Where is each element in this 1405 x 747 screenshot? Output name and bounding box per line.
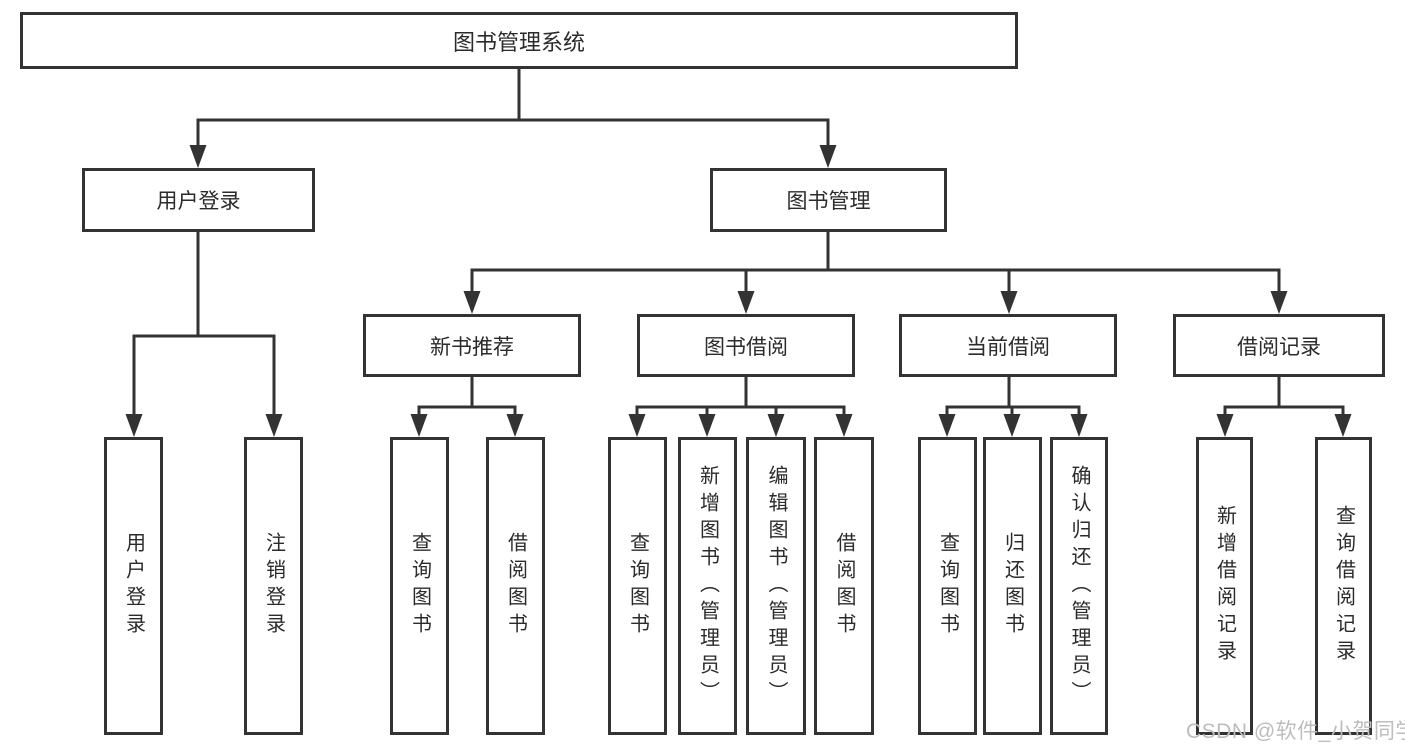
leaf-label: 查询图书 (408, 532, 431, 640)
leaf-label: 确认归还（管理员） (1068, 464, 1090, 708)
leaf-label: 编辑图书（管理员） (765, 464, 787, 708)
node-label: 借阅记录 (1237, 335, 1321, 359)
node-new-book-recommendation: 新书推荐 (363, 314, 581, 377)
node-label: 图书管理 (786, 190, 871, 213)
node-label: 当前借阅 (966, 335, 1050, 359)
node-label: 图书管理系统 (452, 29, 585, 55)
watermark: CSDN @软件_小贺同学 (1186, 720, 1405, 743)
node-label: 新书推荐 (430, 335, 514, 359)
leaf-return-books: 归还图书 (983, 437, 1042, 735)
node-user-login: 用户登录 (82, 168, 315, 232)
leaf-query-books-recommend: 查询图书 (390, 437, 449, 735)
leaf-query-borrow-record: 查询借阅记录 (1315, 437, 1372, 735)
leaf-add-books-admin: 新增图书（管理员） (678, 437, 737, 735)
leaf-borrow-books: 借阅图书 (814, 437, 874, 735)
node-borrowing-records: 借阅记录 (1173, 314, 1385, 377)
leaf-label: 查询借阅记录 (1332, 505, 1355, 667)
node-label: 图书借阅 (704, 335, 788, 359)
node-current-borrowing: 当前借阅 (899, 314, 1117, 377)
node-book-management: 图书管理 (710, 168, 947, 232)
leaf-label: 借阅图书 (504, 532, 527, 640)
leaf-label: 借阅图书 (833, 532, 855, 640)
leaf-query-books-current: 查询图书 (918, 437, 977, 735)
leaf-label: 新增借阅记录 (1213, 505, 1236, 667)
leaf-edit-books-admin: 编辑图书（管理员） (746, 437, 806, 735)
node-label: 用户登录 (156, 190, 241, 213)
node-library-management-system: 图书管理系统 (20, 12, 1018, 69)
leaf-add-borrow-record: 新增借阅记录 (1196, 437, 1253, 735)
leaf-confirm-return-admin: 确认归还（管理员） (1050, 437, 1108, 735)
leaf-label: 归还图书 (1001, 532, 1024, 640)
node-book-borrowing: 图书借阅 (637, 314, 855, 377)
leaf-user-login: 用户登录 (104, 437, 163, 735)
leaf-borrow-books-recommend: 借阅图书 (486, 437, 545, 735)
leaf-label: 新增图书（管理员） (696, 464, 719, 708)
leaf-logout: 注销登录 (244, 437, 303, 735)
leaf-query-books-borrowing: 查询图书 (608, 437, 667, 735)
leaf-label: 查询图书 (936, 532, 959, 640)
leaf-label: 查询图书 (626, 532, 649, 640)
leaf-label: 注销登录 (262, 532, 285, 640)
leaf-label: 用户登录 (122, 532, 145, 640)
